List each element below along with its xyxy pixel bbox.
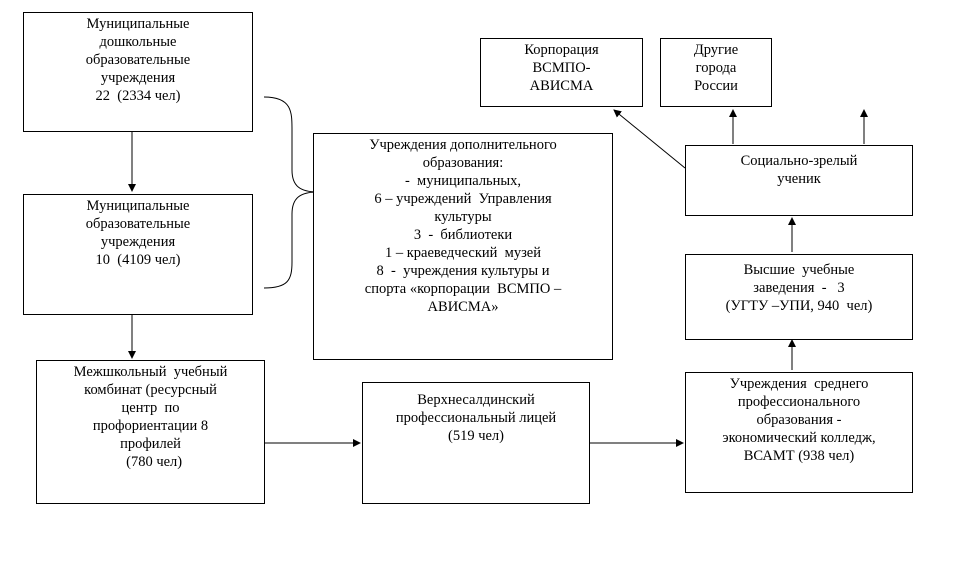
box-text-line: 10 (4109 чел) [95, 252, 181, 268]
box-text-line: России [694, 78, 738, 94]
box-text-line: образовательные [85, 216, 191, 232]
box-text-line: АВИСМА [529, 78, 594, 94]
higher-education-box: Высшие учебные заведения - 3 (УГТУ –УПИ, 9… [685, 254, 913, 340]
box-text-line: образования: [422, 155, 504, 171]
box-text-line: Другие [693, 42, 739, 58]
box-text-line: Муниципальные [86, 16, 190, 32]
box-text-line: АВИСМА» [427, 299, 499, 315]
lyceum-box: Верхнесалдинский профессиональный лицей (5… [362, 382, 590, 504]
college-box: Учреждения среднего профессионального обра… [685, 372, 913, 493]
box-text-line: учреждения [100, 234, 176, 250]
box-text-line: 8 - учреждения культуры и [376, 263, 550, 279]
box-text-line: Межшкольный учебный [73, 364, 228, 380]
box-text-line: (780 чел) [118, 454, 183, 470]
socially-mature-student-box: Социально-зрелый ученик [685, 145, 913, 216]
box-text-line: ученик [777, 171, 821, 187]
box-text-line: экономический колледж, [722, 430, 876, 446]
box-text-line: профориентации 8 [92, 418, 209, 434]
additional-education-box: Учреждения дополнительного образования: - … [313, 133, 613, 360]
box-text-line: (УГТУ –УПИ, 940 чел) [725, 298, 873, 314]
box-text-line: ВСМПО- [532, 60, 591, 76]
curly-brace [263, 96, 319, 289]
box-text-line: Учреждения дополнительного [369, 137, 557, 153]
box-text-line: профилей [120, 436, 181, 452]
box-text-line: культуры [434, 209, 492, 225]
box-text-line: Муниципальные [86, 198, 190, 214]
interschool-box: Межшкольный учебный комбинат (ресурсный це… [36, 360, 265, 504]
box-text-line: спорта «корпорации ВСМПО – [364, 281, 562, 297]
box-text-line: города [695, 60, 737, 76]
box-text-line: профессиональный лицей [395, 410, 557, 426]
schools-box: Муниципальные образовательные учреждения 10… [23, 194, 253, 315]
box-text-line: профессионального [737, 394, 861, 410]
box-text-line: Учреждения среднего [729, 376, 869, 392]
box-text-line: ВСАМТ (938 чел) [743, 448, 855, 464]
box-text-line: учреждения [100, 70, 176, 86]
box-text-line: комбинат (ресурсный [84, 382, 217, 398]
box-text-line: 6 – учреждений Управления [374, 191, 552, 207]
box-text-line: образовательные [85, 52, 191, 68]
box-text-line: 22 (2334 чел) [95, 88, 181, 104]
box-text-line: 3 - библиотеки [413, 227, 513, 243]
box-text-line: дошкольные [99, 34, 177, 50]
box-text-line: центр по [121, 400, 180, 416]
box-text-line: заведения - 3 [753, 280, 845, 296]
box-text-line: (519 чел) [448, 428, 504, 444]
box-text-line: 1 – краеведческий музей [385, 245, 541, 261]
box-text-line: Социально-зрелый [740, 153, 858, 169]
preschool-box: Муниципальные дошкольные образовательные уч… [23, 12, 253, 132]
box-text-line: Высшие учебные [743, 262, 855, 278]
box-text-line: образования - [756, 412, 842, 428]
box-text-line: - муниципальных, [404, 173, 522, 189]
box-text-line: Корпорация [524, 42, 599, 58]
box-text-line: Верхнесалдинский [417, 392, 535, 408]
arrow-mature-to-corporation [613, 109, 686, 169]
